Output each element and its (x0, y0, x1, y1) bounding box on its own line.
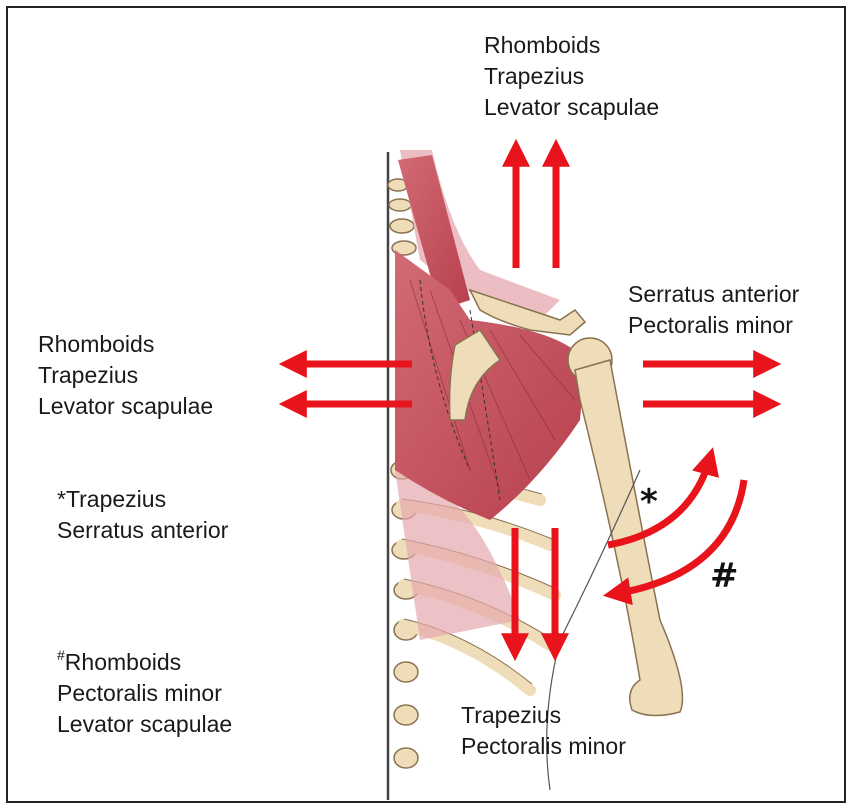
label-depression-1: Trapezius (461, 700, 626, 731)
label-protraction-1: Serratus anterior (628, 279, 799, 310)
upward-rotation-marker: * (640, 482, 658, 522)
label-retraction: Rhomboids Trapezius Levator scapulae (38, 329, 213, 422)
label-protraction: Serratus anterior Pectoralis minor (628, 279, 799, 341)
label-retraction-2: Trapezius (38, 360, 213, 391)
label-upward-rotation-2: Serratus anterior (57, 515, 228, 546)
label-retraction-3: Levator scapulae (38, 391, 213, 422)
label-downward-rotation-1-text: Rhomboids (65, 649, 181, 675)
label-upward-rotation-1: *Trapezius (57, 484, 228, 515)
label-elevation-2: Trapezius (484, 61, 659, 92)
label-downward-rotation-3: Levator scapulae (57, 709, 232, 740)
label-downward-rotation-1: #Rhomboids (57, 647, 232, 678)
downward-rotation-marker: # (710, 556, 739, 596)
label-downward-rotation-2: Pectoralis minor (57, 678, 232, 709)
downward-marker-sup: # (57, 647, 65, 663)
label-elevation-3: Levator scapulae (484, 92, 659, 123)
label-depression: Trapezius Pectoralis minor (461, 700, 626, 762)
label-protraction-2: Pectoralis minor (628, 310, 799, 341)
label-retraction-1: Rhomboids (38, 329, 213, 360)
label-depression-2: Pectoralis minor (461, 731, 626, 762)
label-elevation: Rhomboids Trapezius Levator scapulae (484, 30, 659, 123)
label-elevation-1: Rhomboids (484, 30, 659, 61)
label-downward-rotation: #Rhomboids Pectoralis minor Levator scap… (57, 647, 232, 740)
label-upward-rotation: *Trapezius Serratus anterior (57, 484, 228, 546)
